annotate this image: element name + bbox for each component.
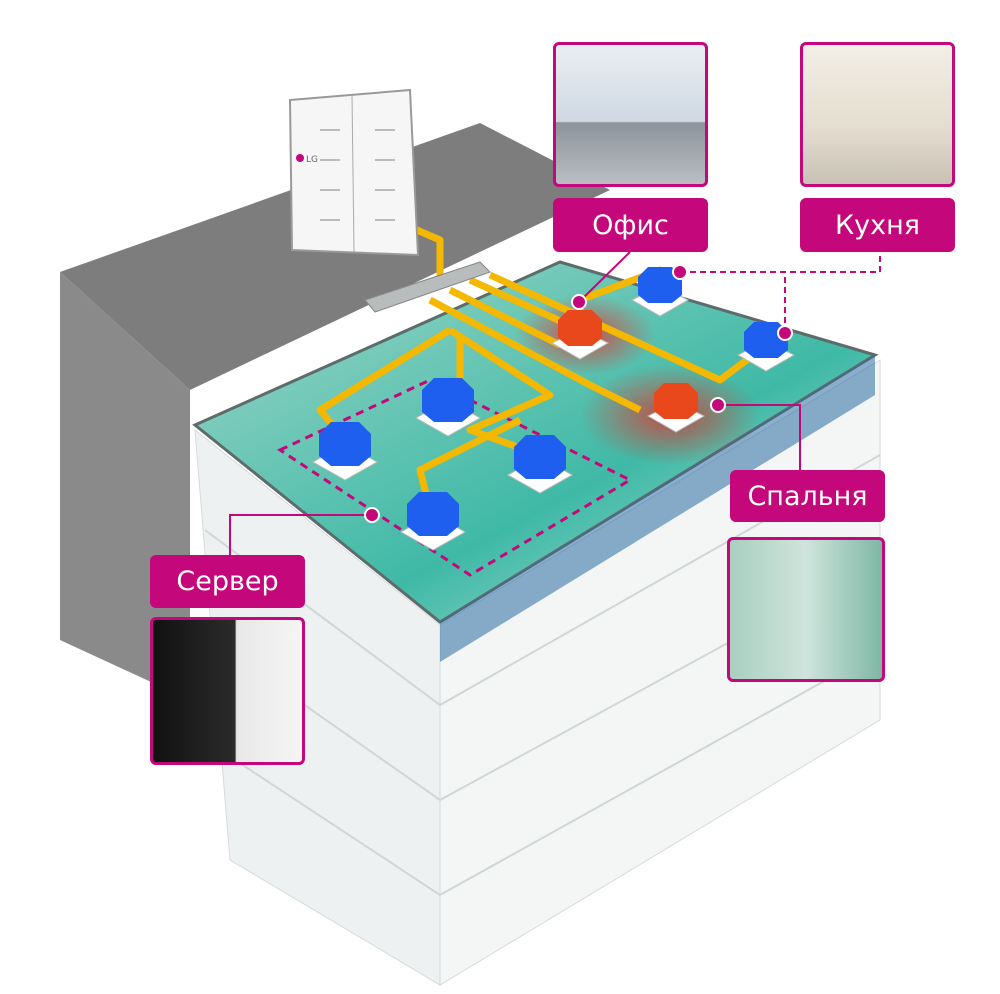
server-photo — [150, 617, 305, 765]
lg-logo: LG — [306, 155, 318, 165]
bedroom-label: Спальня — [730, 470, 885, 522]
office-photo — [553, 42, 708, 187]
outdoor-unit: LG — [288, 88, 420, 257]
callout-dots — [364, 264, 793, 523]
pipe-header — [364, 261, 491, 313]
cooling-unit — [506, 435, 574, 494]
heating-unit — [646, 383, 706, 433]
cooling-unit — [736, 322, 796, 372]
core-block-top — [60, 123, 610, 390]
bedroom-photo — [727, 537, 885, 682]
cooling-unit — [630, 267, 690, 317]
cooling-unit — [311, 422, 379, 481]
heating-unit — [550, 310, 610, 360]
callout-lines — [229, 251, 881, 555]
cooling-unit — [399, 492, 467, 551]
cooling-unit — [414, 378, 482, 437]
server-label: Сервер — [150, 555, 305, 608]
kitchen-label: Кухня — [800, 198, 955, 252]
front-wall-windows — [440, 355, 875, 662]
kitchen-photo — [800, 42, 955, 187]
indoor-units — [311, 267, 796, 551]
office-label: Офис — [553, 198, 708, 252]
